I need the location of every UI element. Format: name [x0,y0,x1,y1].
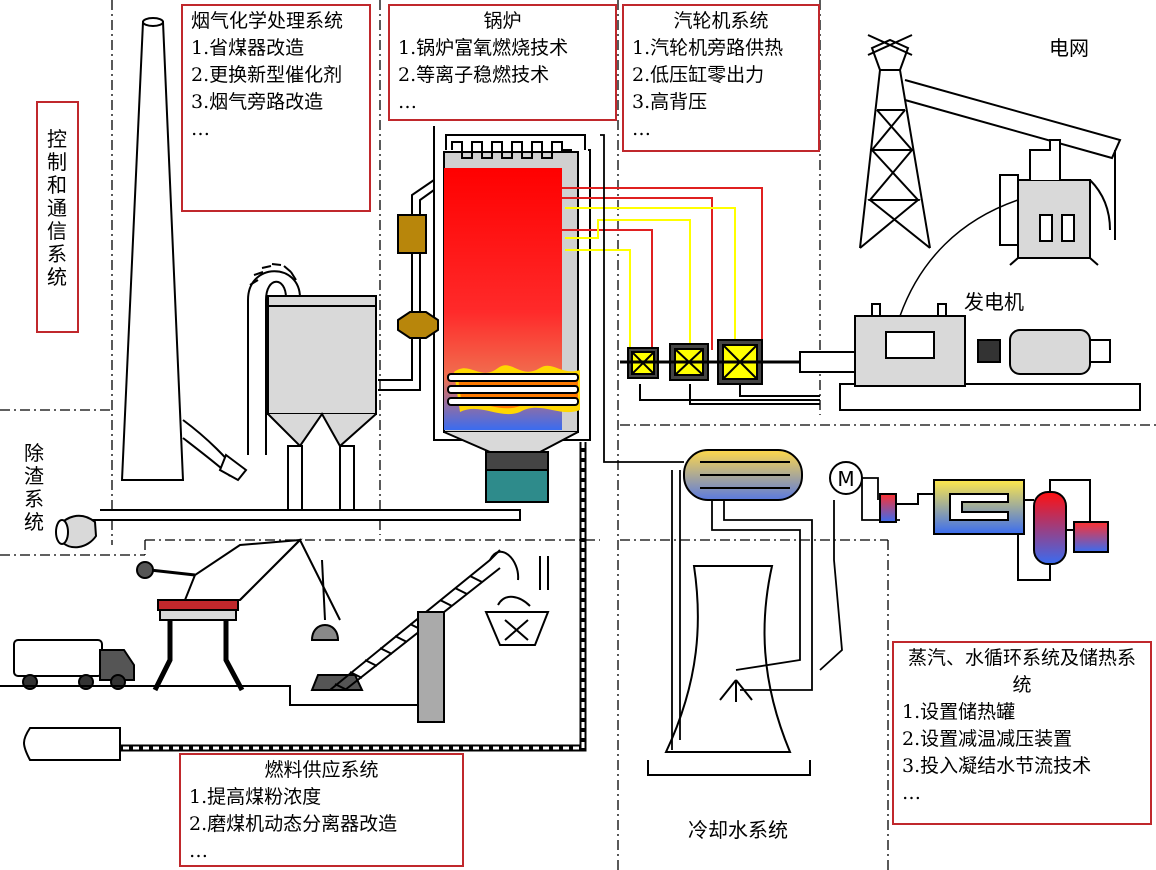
boiler-item: … [398,91,417,113]
heat-storage [879,479,1109,581]
coal-crane [136,538,341,692]
turbine-item: 2.低压缸零出力 [632,64,765,86]
slag-pipe [55,509,521,549]
condenser [683,449,863,501]
slag-system-label: 除渣系统 [24,441,44,534]
air-preheater [378,179,439,391]
steam-water-title: 蒸汽、水循环系统及储热系统 [907,647,1136,696]
flue-gas-title: 烟气化学处理系统 [191,10,344,32]
flue-gas-item: 3.烟气旁路改造 [191,91,324,113]
control-system-box [36,101,79,333]
fuel-supply-item: 1.提高煤粉浓度 [189,786,322,808]
boiler-box: 锅炉 1.锅炉富氧燃烧技术 2.等离子稳燃技术 … [388,4,617,121]
steam-water-item: 1.设置储热罐 [902,701,1016,723]
fuel-supply-title: 燃料供应系统 [264,759,379,781]
flue-gas-box: 烟气化学处理系统 1.省煤器改造 2.更换新型催化剂 3.烟气旁路改造 … [181,4,371,212]
boiler-item: 1.锅炉富氧燃烧技术 [398,37,569,59]
fuel-supply-item: 2.磨煤机动态分离器改造 [189,813,398,835]
boiler-title: 锅炉 [483,10,522,32]
fuel-supply-box: 燃料供应系统 1.提高煤粉浓度 2.磨煤机动态分离器改造 … [179,753,464,867]
boiler-item: 2.等离子稳燃技术 [398,64,550,86]
turbine-item: … [632,118,651,140]
turbine-box: 汽轮机系统 1.汽轮机旁路供热 2.低压缸零出力 3.高背压 … [622,4,820,152]
turbine-title: 汽轮机系统 [673,10,769,32]
burner-flames [447,365,580,415]
flue-duct [182,263,301,482]
grid-label: 电网 [1049,36,1089,60]
transmission-tower [859,34,1122,249]
steam-water-item: 3.投入凝结水节流技术 [902,755,1092,777]
steam-water-item: 2.设置减温减压装置 [902,728,1073,750]
coal-track [23,442,587,761]
cooling-tower [647,565,811,776]
coal-silo [417,611,445,723]
steam-water-box: 蒸汽、水循环系统及储热系统 1.设置储热罐 2.设置减温减压装置 3.投入凝结水… [892,641,1152,825]
flue-gas-item: 1.省煤器改造 [191,37,305,59]
transformer [999,139,1111,266]
turbine-item: 1.汽轮机旁路供热 [632,37,784,59]
truck [0,639,160,690]
turbine-item: 3.高背压 [632,91,708,113]
control-system-label: 控制和通信系统 [47,127,67,289]
motor-label: M [837,467,854,491]
precipitator [267,295,377,517]
cooling-water-label: 冷却水系统 [688,818,788,842]
steam-water-item: … [902,782,921,804]
ash-hopper [485,451,549,503]
generator-label: 发电机 [964,290,1024,314]
fuel-supply-item: … [189,840,208,862]
chimney [120,17,185,481]
coal-conveyor [0,549,550,706]
steam-pipes [562,187,763,360]
power-cable [899,199,1019,317]
generator [799,303,1141,411]
flue-gas-item: 2.更换新型催化剂 [191,64,343,86]
flue-gas-item: … [191,118,210,140]
